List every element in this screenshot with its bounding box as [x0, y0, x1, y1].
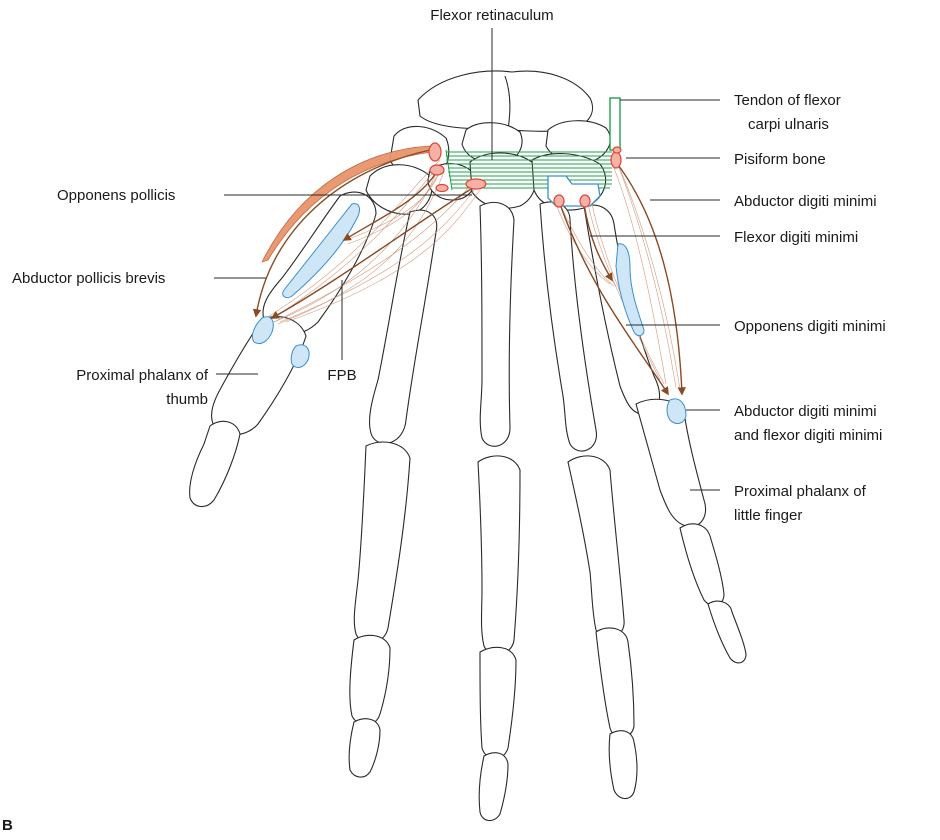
hamate-hook-origin-b — [580, 195, 590, 207]
ring-proximal-phalanx — [568, 456, 624, 638]
trapezium-origin-small — [436, 185, 448, 192]
label-proximal-phalanx-thumb-line1: Proximal phalanx of — [76, 367, 209, 384]
label-proximal-phalanx-little-line1: Proximal phalanx of — [734, 483, 867, 500]
middle-metacarpal — [480, 202, 514, 446]
index-middle-phalanx — [350, 635, 390, 724]
label-abductor-pollicis-brevis: Abductor pollicis brevis — [12, 270, 165, 287]
label-proximal-phalanx-little-line2: little finger — [734, 507, 802, 524]
label-flexor-retinaculum: Flexor retinaculum — [430, 7, 553, 24]
ring-metacarpal — [540, 202, 596, 451]
little-finger-insertion — [667, 399, 686, 424]
ring-middle-phalanx — [596, 628, 634, 738]
label-fpb: FPB — [327, 367, 356, 384]
label-abductor-digiti-minimi: Abductor digiti minimi — [734, 193, 877, 210]
index-metacarpal — [370, 210, 437, 443]
label-abd-flex-dm-line2: and flexor digiti minimi — [734, 427, 882, 444]
index-distal-phalanx — [349, 719, 380, 777]
label-abd-flex-dm-line1: Abductor digiti minimi — [734, 403, 877, 420]
index-proximal-phalanx — [354, 442, 410, 643]
pisiform-origin — [611, 152, 621, 168]
fcu-tendon — [610, 98, 620, 150]
label-proximal-phalanx-thumb-line2: thumb — [166, 391, 208, 408]
scaphoid-tubercle-origin — [429, 143, 441, 161]
label-opponens-digiti-minimi: Opponens digiti minimi — [734, 318, 886, 335]
label-tendon-fcu-line1: Tendon of flexor — [734, 92, 841, 109]
middle-proximal-phalanx — [478, 456, 520, 655]
label-opponens-pollicis: Opponens pollicis — [57, 187, 175, 204]
index-finger — [349, 210, 437, 777]
pisiform-origin-small — [613, 147, 621, 153]
ring-distal-phalanx — [609, 731, 637, 799]
little-distal-phalanx — [708, 601, 746, 663]
figure-id: B — [2, 817, 13, 834]
label-pisiform-bone: Pisiform bone — [734, 151, 826, 168]
retinaculum-origin-lateral — [466, 179, 486, 189]
fpb-insertion — [291, 345, 309, 368]
middle-middle-phalanx — [480, 647, 516, 758]
little-middle-phalanx — [680, 524, 724, 606]
middle-distal-phalanx — [479, 753, 508, 821]
trapezium-ridge-origin — [430, 165, 444, 175]
label-flexor-digiti-minimi: Flexor digiti minimi — [734, 229, 858, 246]
hamate-hook-origin-a — [554, 195, 564, 207]
label-tendon-fcu-line2: carpi ulnaris — [748, 116, 829, 133]
labels: Flexor retinaculum Tendon of flexor carp… — [2, 7, 886, 834]
middle-finger — [478, 202, 520, 820]
thumb-distal-phalanx — [190, 421, 240, 506]
